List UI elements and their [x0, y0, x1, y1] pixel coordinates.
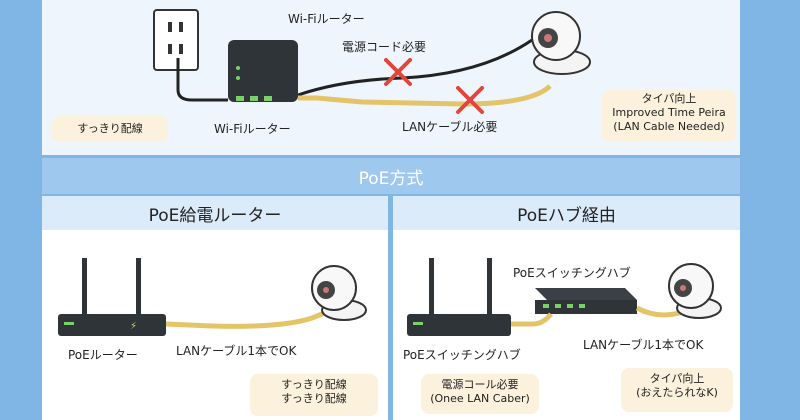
poe-hub-diagram [407, 258, 722, 336]
power-cord-label: 電源コード必要 [342, 40, 427, 54]
svg-text:⚡: ⚡ [130, 321, 137, 332]
callout-clean-wiring: すっきり配線 [52, 116, 168, 142]
lan-cable-label: LANケーブル必要 [402, 120, 498, 134]
cross-icon [384, 58, 412, 86]
router-label-bottom: Wi-Fiルーター [214, 122, 291, 136]
cable-label: LANケーブル1本でOK [583, 338, 704, 352]
callout-time-performance: タイパ向上 Improved Time Peira (LAN Cable Nee… [602, 90, 736, 142]
hub-label: PoEスイッチングハブ [513, 266, 631, 280]
router-label-top: Wi-Fiルーター [288, 12, 365, 26]
callout-text: (おえたられなK) [636, 386, 718, 399]
power-cable [176, 58, 228, 102]
callout-clean-wiring: すっきり配線 すっきり配線 [250, 374, 378, 416]
wall-outlet-icon [153, 9, 199, 71]
poe-router-icon: ⚡ [58, 258, 166, 336]
top-panel: Wi-Fiルーター 電源コード必要 Wi-Fiルーター LANケーブル必要 すっ… [42, 0, 740, 155]
callout-text: 電源コール必要 [441, 378, 519, 391]
callout-power: 電源コール必要 (Onee LAN Caber) [421, 374, 539, 414]
security-camera-icon [531, 11, 591, 75]
wifi-router-icon [228, 40, 298, 102]
cross-icon [456, 86, 484, 114]
lan-cable [165, 303, 343, 329]
poe-router-diagram: ⚡ [58, 258, 367, 336]
callout-text: (Onee LAN Caber) [430, 392, 530, 405]
lan-cable [511, 312, 553, 327]
poe-hub-icon [535, 288, 637, 314]
poe-router-panel: PoE給電ルーター ⚡ PoEルーター LANケーブル1本でOK すっきり配線 … [42, 196, 388, 420]
security-camera-icon [311, 265, 367, 321]
poe-router-label: PoEルーター [68, 348, 138, 362]
cable-label: LANケーブル1本でOK [176, 344, 297, 358]
callout-text: Improved Time Peira [612, 106, 726, 119]
callout-text: すっきり配線 [77, 122, 143, 135]
switch-label: PoEスイッチングハブ [403, 348, 521, 362]
lan-cable [298, 84, 552, 107]
panel-title: PoE給電ルーター [42, 196, 388, 230]
panel-title: PoEハブ経由 [393, 196, 740, 230]
poe-hub-panel: PoEハブ経由 PoEスイッチングハブ PoEスイッチングハブ LANケーブル1… [393, 196, 740, 420]
top-diagram [153, 9, 591, 114]
callout-text: タイパ向上 [649, 372, 705, 385]
poe-switch-icon [407, 258, 511, 336]
callout-text: (LAN Cable Needed) [613, 120, 725, 133]
callout-text: タイパ向上 [641, 92, 697, 105]
section-title: PoE方式 [358, 168, 424, 189]
callout-time-performance: タイパ向上 (おえたられなK) [621, 368, 733, 412]
callout-text: すっきり配線 [281, 378, 347, 391]
security-camera-icon [668, 263, 722, 319]
callout-text: すっきり配線 [281, 392, 347, 405]
section-band: PoE方式 [42, 158, 740, 194]
